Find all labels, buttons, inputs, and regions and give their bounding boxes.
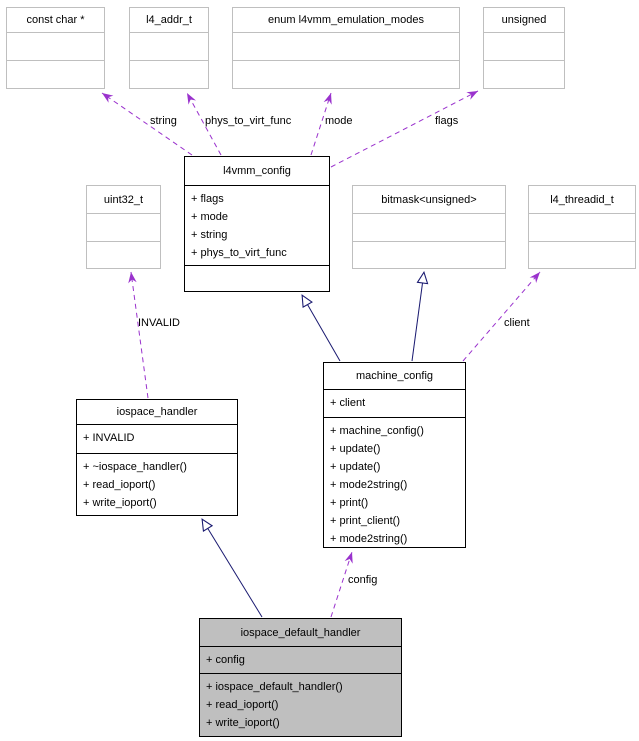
method: + mode2string() [330, 479, 408, 491]
method: + read_ioport() [83, 479, 156, 491]
empty-methods-compartment [7, 60, 104, 88]
method: + write_ioport() [83, 497, 157, 509]
edge-label-string: string [150, 115, 177, 127]
empty-attrs-compartment [529, 213, 635, 241]
method: + print_client() [330, 515, 401, 527]
empty-attrs-compartment [7, 32, 104, 60]
class-title: iospace_handler [116, 406, 198, 418]
method: + iospace_default_handler() [206, 681, 343, 693]
attrs-compartment: + INVALID [77, 424, 237, 453]
attribute: + config [206, 654, 245, 666]
edge-label-flags: flags [435, 115, 459, 127]
method: + write_ioport() [206, 717, 280, 729]
class-box-l4-threadid-t: l4_threadid_t [528, 185, 636, 269]
attrs-compartment: + config [200, 646, 401, 673]
method: + update() [330, 443, 381, 455]
edge-phys-to-virt-func [186, 92, 222, 156]
empty-attrs-compartment [353, 213, 505, 241]
edge-label-client: client [504, 317, 530, 329]
attribute: + flags [191, 193, 224, 205]
edge-string [101, 92, 193, 156]
attribute: + mode [191, 211, 228, 223]
empty-methods-compartment [233, 60, 459, 88]
empty-methods-compartment [484, 60, 564, 88]
class-box-iospace-default-handler[interactable]: iospace_default_handler + config + iospa… [199, 618, 402, 737]
class-title: bitmask<unsigned> [381, 193, 477, 206]
edge-label-mode: mode [325, 115, 353, 127]
methods-compartment: + ~iospace_handler() + read_ioport() + w… [77, 453, 237, 515]
methods-compartment: + iospace_default_handler() + read_iopor… [200, 673, 401, 736]
empty-attrs-compartment [484, 32, 564, 60]
empty-attrs-compartment [87, 213, 160, 241]
class-title: const char * [26, 14, 85, 26]
class-box-l4-addr-t: l4_addr_t [129, 7, 209, 89]
edge-client [462, 271, 541, 362]
class-box-iospace-handler[interactable]: iospace_handler + INVALID + ~iospace_han… [76, 399, 238, 516]
class-box-bitmask-unsigned: bitmask<unsigned> [352, 185, 506, 269]
edge-iospace-default-to-iospace-handler [201, 518, 263, 618]
class-box-l4vmm-config[interactable]: l4vmm_config + flags + mode + string + p… [184, 156, 330, 292]
edge-mode [310, 92, 332, 156]
edge-config [330, 551, 353, 618]
edge-invalid [128, 271, 149, 399]
attribute: + string [191, 229, 228, 241]
edge-machine-config-to-bitmask [411, 270, 429, 362]
empty-methods-compartment [185, 265, 329, 291]
class-box-const-char: const char * [6, 7, 105, 89]
attribute: + client [330, 397, 366, 409]
class-title: unsigned [501, 14, 547, 26]
class-title: enum l4vmm_emulation_modes [268, 14, 424, 26]
class-title: l4_addr_t [146, 14, 192, 26]
attrs-compartment: + flags + mode + string + phys_to_virt_f… [185, 185, 329, 265]
attribute: + phys_to_virt_func [191, 247, 287, 259]
empty-attrs-compartment [130, 32, 208, 60]
edge-flags [330, 90, 479, 168]
method: + machine_config() [330, 425, 424, 437]
methods-compartment: + machine_config() + update() + update()… [324, 417, 465, 548]
empty-methods-compartment [529, 240, 635, 269]
method: + mode2string() [330, 533, 408, 545]
method: + read_ioport() [206, 699, 279, 711]
method: + print() [330, 497, 369, 509]
class-box-uint32-t: uint32_t [86, 185, 161, 269]
edge-label-config: config [348, 574, 378, 586]
class-title: machine_config [355, 370, 434, 382]
class-title: uint32_t [103, 193, 144, 206]
class-title: iospace_default_handler [240, 626, 361, 639]
attribute: + INVALID [83, 432, 135, 444]
empty-methods-compartment [87, 240, 160, 269]
class-title: l4_threadid_t [550, 193, 614, 206]
method: + update() [330, 461, 381, 473]
class-box-unsigned: unsigned [483, 7, 565, 89]
empty-attrs-compartment [233, 32, 459, 60]
empty-methods-compartment [353, 240, 505, 269]
attrs-compartment: + client [324, 389, 465, 417]
empty-methods-compartment [130, 60, 208, 88]
edge-machine-config-to-l4vmm-config [301, 294, 341, 362]
edge-label-phys-to-virt-func: phys_to_virt_func [205, 115, 292, 127]
class-box-enum-l4vmm-emulation-modes: enum l4vmm_emulation_modes [232, 7, 460, 89]
class-box-machine-config[interactable]: machine_config + client + machine_config… [323, 362, 466, 548]
class-title: l4vmm_config [223, 165, 291, 177]
edge-label-invalid: INVALID [138, 317, 180, 329]
method: + ~iospace_handler() [83, 461, 187, 473]
